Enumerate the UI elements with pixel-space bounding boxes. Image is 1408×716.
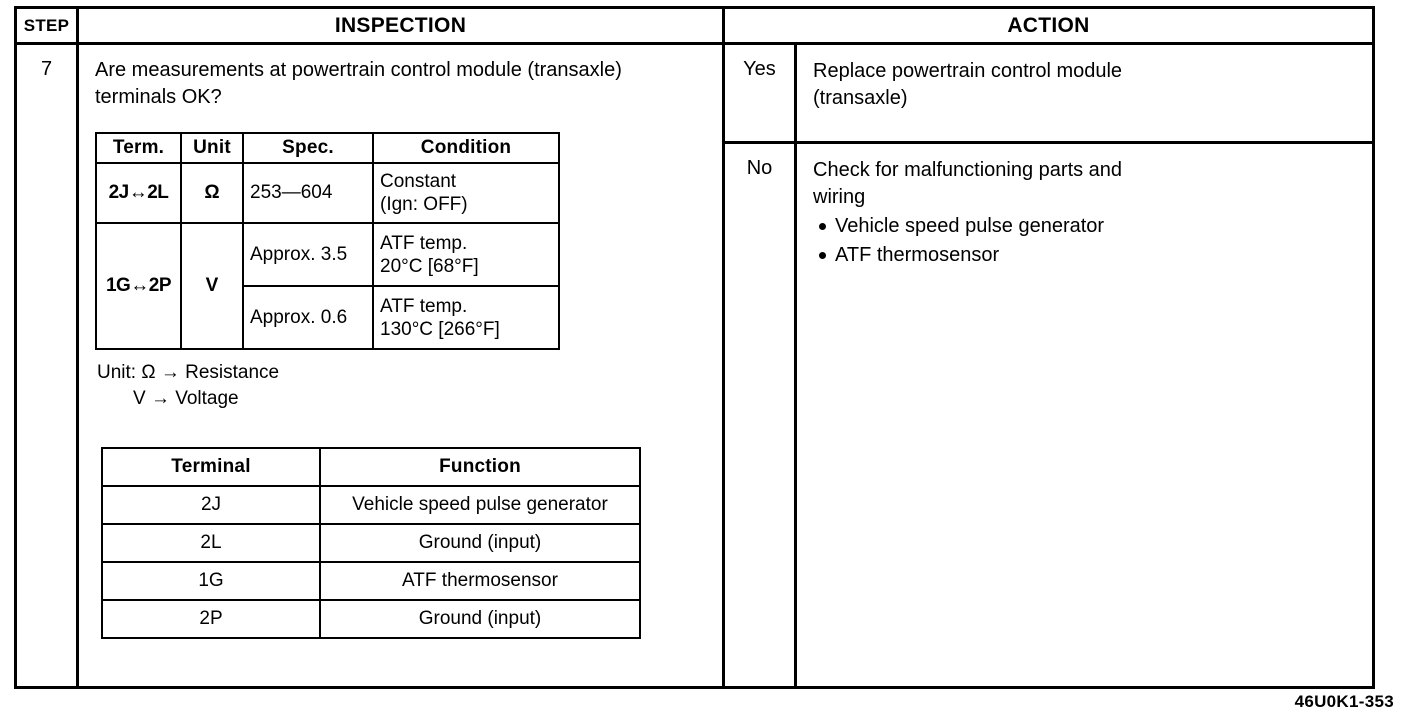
spec-col-spec: Spec. — [242, 132, 374, 165]
spec-condition-line1: ATF temp. — [380, 295, 468, 317]
inspection-column: Are measurements at powertrain control m… — [79, 45, 725, 686]
action-no-bullet-list: Vehicle speed pulse generator ATF thermo… — [813, 212, 1372, 270]
spec-condition-line2: 20°C [68°F] — [380, 255, 479, 277]
spec-term: 1G↔2P — [95, 222, 182, 351]
action-no-line1: Check for malfunctioning parts and — [813, 159, 1123, 181]
terminal-col-function: Function — [319, 446, 641, 487]
inspection-question: Are measurements at powertrain control m… — [95, 59, 622, 108]
table-row: 2J↔2L Ω 253—604 Constant (Ign: OFF) — [95, 162, 560, 225]
spec-unit: V — [180, 222, 244, 351]
unit-legend: Unit: Ω → Resistance V → Voltage — [97, 360, 722, 412]
action-column: Yes Replace powertrain control module (t… — [725, 45, 1372, 686]
spec-value: Approx. 3.5 — [242, 222, 374, 288]
table-row: 2J Vehicle speed pulse generator — [101, 484, 641, 525]
table-body-row: 7 Are measurements at powertrain control… — [17, 45, 1372, 686]
spec-value: 253—604 — [242, 162, 374, 225]
document-reference-code: 46U0K1-353 — [1294, 692, 1394, 711]
action-yes-row: Yes Replace powertrain control module (t… — [725, 45, 1372, 144]
table-row: 2L Ground (input) — [101, 522, 641, 563]
action-no-line2: wiring — [813, 185, 866, 208]
table-row: 2P Ground (input) — [101, 598, 641, 639]
action-no-text: Check for malfunctioning parts and wirin… — [797, 144, 1372, 270]
spec-condition: Constant (Ign: OFF) — [372, 162, 560, 225]
spec-header-row: Term. Unit Spec. Condition — [95, 132, 560, 165]
spec-value: Approx. 0.6 — [242, 285, 374, 351]
step-number: 7 — [40, 58, 53, 80]
spec-col-condition: Condition — [372, 132, 560, 165]
table-row: Approx. 0.6 ATF temp. 130°C [266°F] — [96, 285, 560, 351]
terminal-name: 2P — [101, 598, 321, 639]
answer-label-no: No — [725, 144, 797, 686]
table-row: 1G↔2P V Approx. 3.5 ATF temp. 20°C [68°F… — [95, 222, 560, 351]
answer-label-yes: Yes — [725, 45, 797, 141]
spec-condition: ATF temp. 130°C [266°F] — [372, 285, 560, 351]
spec-condition-line2: (Ign: OFF) — [380, 194, 468, 216]
step-column: 7 — [17, 45, 79, 686]
terminal-function: ATF thermosensor — [319, 560, 641, 601]
spec-term: 2J↔2L — [95, 162, 182, 225]
unit-legend-line1: Unit: Ω → Resistance — [97, 362, 280, 384]
terminal-function: Vehicle speed pulse generator — [319, 484, 641, 525]
terminal-col-terminal: Terminal — [101, 446, 321, 487]
action-no-row: No Check for malfunctioning parts and wi… — [725, 144, 1372, 686]
action-yes-text: Replace powertrain control module (trans… — [797, 45, 1372, 111]
terminal-name: 2L — [101, 522, 321, 563]
spec-condition-line2: 130°C [266°F] — [380, 318, 500, 340]
terminal-name: 1G — [101, 560, 321, 601]
header-inspection: INSPECTION — [79, 9, 725, 42]
spec-col-unit: Unit — [180, 132, 244, 165]
terminal-function: Ground (input) — [319, 522, 641, 563]
list-item: Vehicle speed pulse generator — [819, 212, 1372, 241]
terminal-name: 2J — [101, 484, 321, 525]
spec-condition-line1: Constant — [380, 171, 457, 193]
diagnostic-flowchart-table: STEP INSPECTION ACTION 7 Are measurement… — [14, 6, 1375, 689]
terminal-function-table: Terminal Function 2J Vehicle speed pulse… — [101, 446, 641, 639]
spec-condition: ATF temp. 20°C [68°F] — [372, 222, 560, 288]
header-step: STEP — [17, 9, 79, 42]
spec-unit: Ω — [180, 162, 244, 225]
action-yes-line1: Replace powertrain control module — [813, 60, 1123, 82]
spec-condition-line1: ATF temp. — [380, 232, 468, 254]
action-yes-line2: (transaxle) — [813, 86, 908, 109]
list-item: ATF thermosensor — [819, 241, 1372, 270]
spec-col-term: Term. — [95, 132, 182, 165]
table-header-row: STEP INSPECTION ACTION — [17, 9, 1372, 45]
table-row: 1G ATF thermosensor — [101, 560, 641, 601]
specification-table: Term. Unit Spec. Condition 2J↔2L Ω 253—6… — [95, 132, 560, 351]
terminal-function: Ground (input) — [319, 598, 641, 639]
header-action: ACTION — [1007, 14, 1090, 37]
unit-legend-line2: V → Voltage — [133, 388, 239, 410]
terminal-header-row: Terminal Function — [101, 446, 641, 487]
